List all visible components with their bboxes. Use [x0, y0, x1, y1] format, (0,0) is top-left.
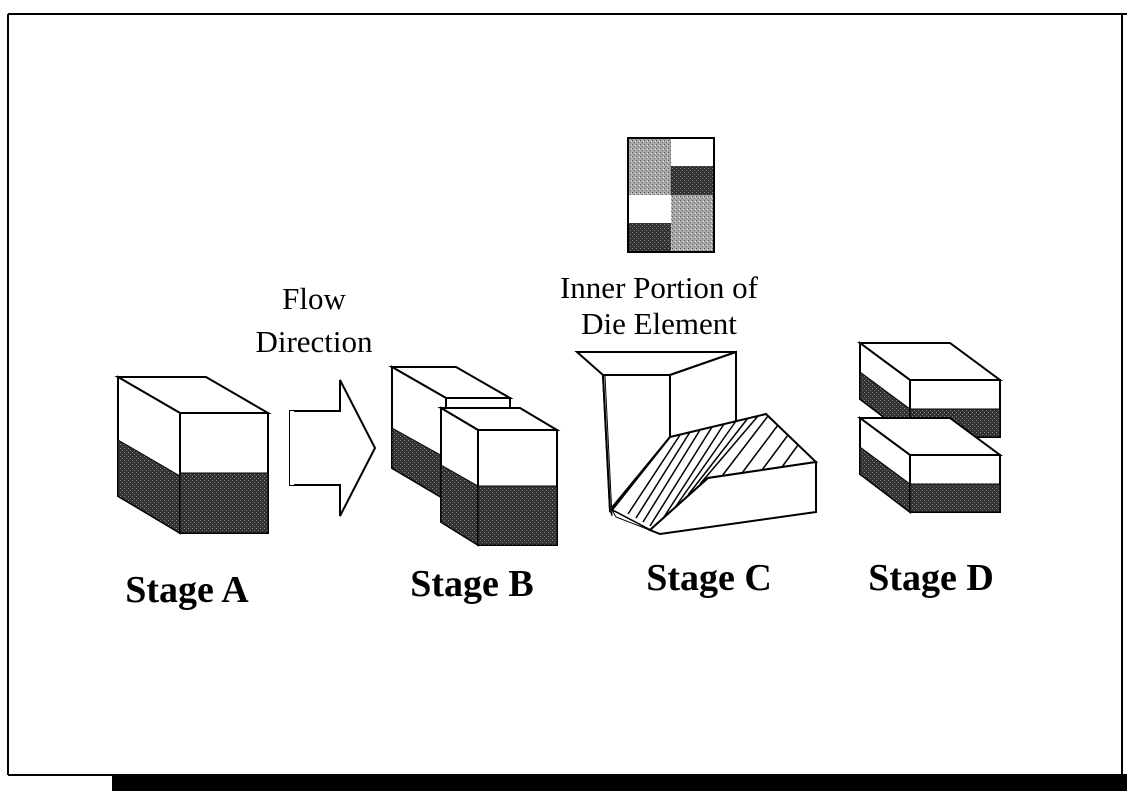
die-inner-portion-icon: [627, 137, 715, 253]
stage-b-front-block: [437, 406, 561, 547]
stage-d-label: Stage D: [868, 557, 994, 599]
inner-portion-label-line2: Die Element: [581, 306, 737, 341]
die-hatched-face: [627, 415, 799, 527]
stage-a-label: Stage A: [125, 569, 249, 611]
stage-c-die-element: [574, 350, 819, 536]
flow-direction-label-line2: Direction: [255, 324, 373, 359]
flow-direction-arrow: [289, 379, 377, 517]
stage-d-bottom-block: [856, 416, 1004, 515]
flow-direction-label: Flow: [282, 281, 346, 316]
stage-c-label: Stage C: [646, 557, 772, 599]
stage-b-label: Stage B: [410, 563, 534, 605]
page-frame: [7, 13, 1127, 791]
inner-portion-label: Inner Portion of: [560, 270, 759, 305]
stage-a-block: [114, 375, 272, 535]
